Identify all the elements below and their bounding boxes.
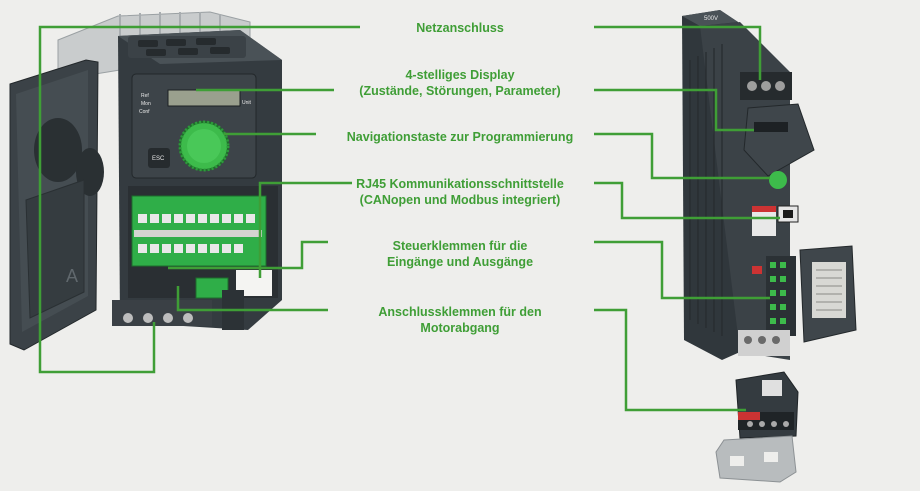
voltage-label: 500V <box>704 16 718 22</box>
side-knob-icon[interactable] <box>769 171 787 189</box>
unit-label: Unit <box>242 100 252 106</box>
callout-left-rj45 <box>258 181 352 278</box>
label-steuerklemmen-line: Steuerklemmen für die <box>392 239 528 253</box>
label-rj45: RJ45 Kommunikationsschnittstelle (CANopen… <box>320 176 600 208</box>
lcd-display <box>167 89 241 107</box>
label-rj45-line: (CANopen und Modbus integriert) <box>359 193 561 207</box>
callout-left-steuer <box>168 240 328 270</box>
label-anschlussklemmen-line: Motorabgang <box>420 321 500 335</box>
label-display-line: 4-stelliges Display <box>405 68 515 82</box>
esc-label: ESC <box>152 156 165 162</box>
callout-right-motor <box>594 308 746 412</box>
callout-right-navigation <box>594 132 770 180</box>
ref-label: Ref <box>141 93 149 99</box>
front-drive-unit: Ref Mon Conf Unit ESC <box>9 11 282 351</box>
callout-right-steuer <box>594 240 770 300</box>
label-display-line: (Zustände, Störungen, Parameter) <box>359 84 561 98</box>
door-letter: A <box>66 266 78 286</box>
callout-lines-right <box>594 25 780 412</box>
esc-key[interactable] <box>148 148 170 168</box>
callout-left-netzanschluss <box>38 25 360 374</box>
callout-right-display <box>594 88 754 132</box>
label-rj45-line: RJ45 Kommunikationsschnittstelle <box>356 177 564 191</box>
label-navigationstaste-line: Navigationstaste zur Programmierung <box>346 130 574 144</box>
callout-right-netzanschluss <box>594 25 762 80</box>
label-steuerklemmen-line: Eingänge und Ausgänge <box>386 255 534 269</box>
callout-lines-left <box>38 25 360 374</box>
mon-label: Mon <box>141 101 151 107</box>
callout-right-rj45 <box>594 181 780 220</box>
label-anschlussklemmen-line: Anschlussklemmen für den <box>378 305 542 319</box>
label-display: 4-stelliges Display (Zustände, Störungen,… <box>330 67 590 99</box>
conf-label: Conf <box>139 109 150 115</box>
motor-terminal-module <box>715 371 799 483</box>
side-drive-unit: 500V <box>682 10 857 483</box>
label-navigationstaste: Navigationstaste zur Programmierung <box>320 129 600 145</box>
label-netzanschluss-line: Netzanschluss <box>416 21 504 35</box>
label-netzanschluss: Netzanschluss <box>360 20 560 36</box>
callout-left-motor <box>176 286 328 312</box>
